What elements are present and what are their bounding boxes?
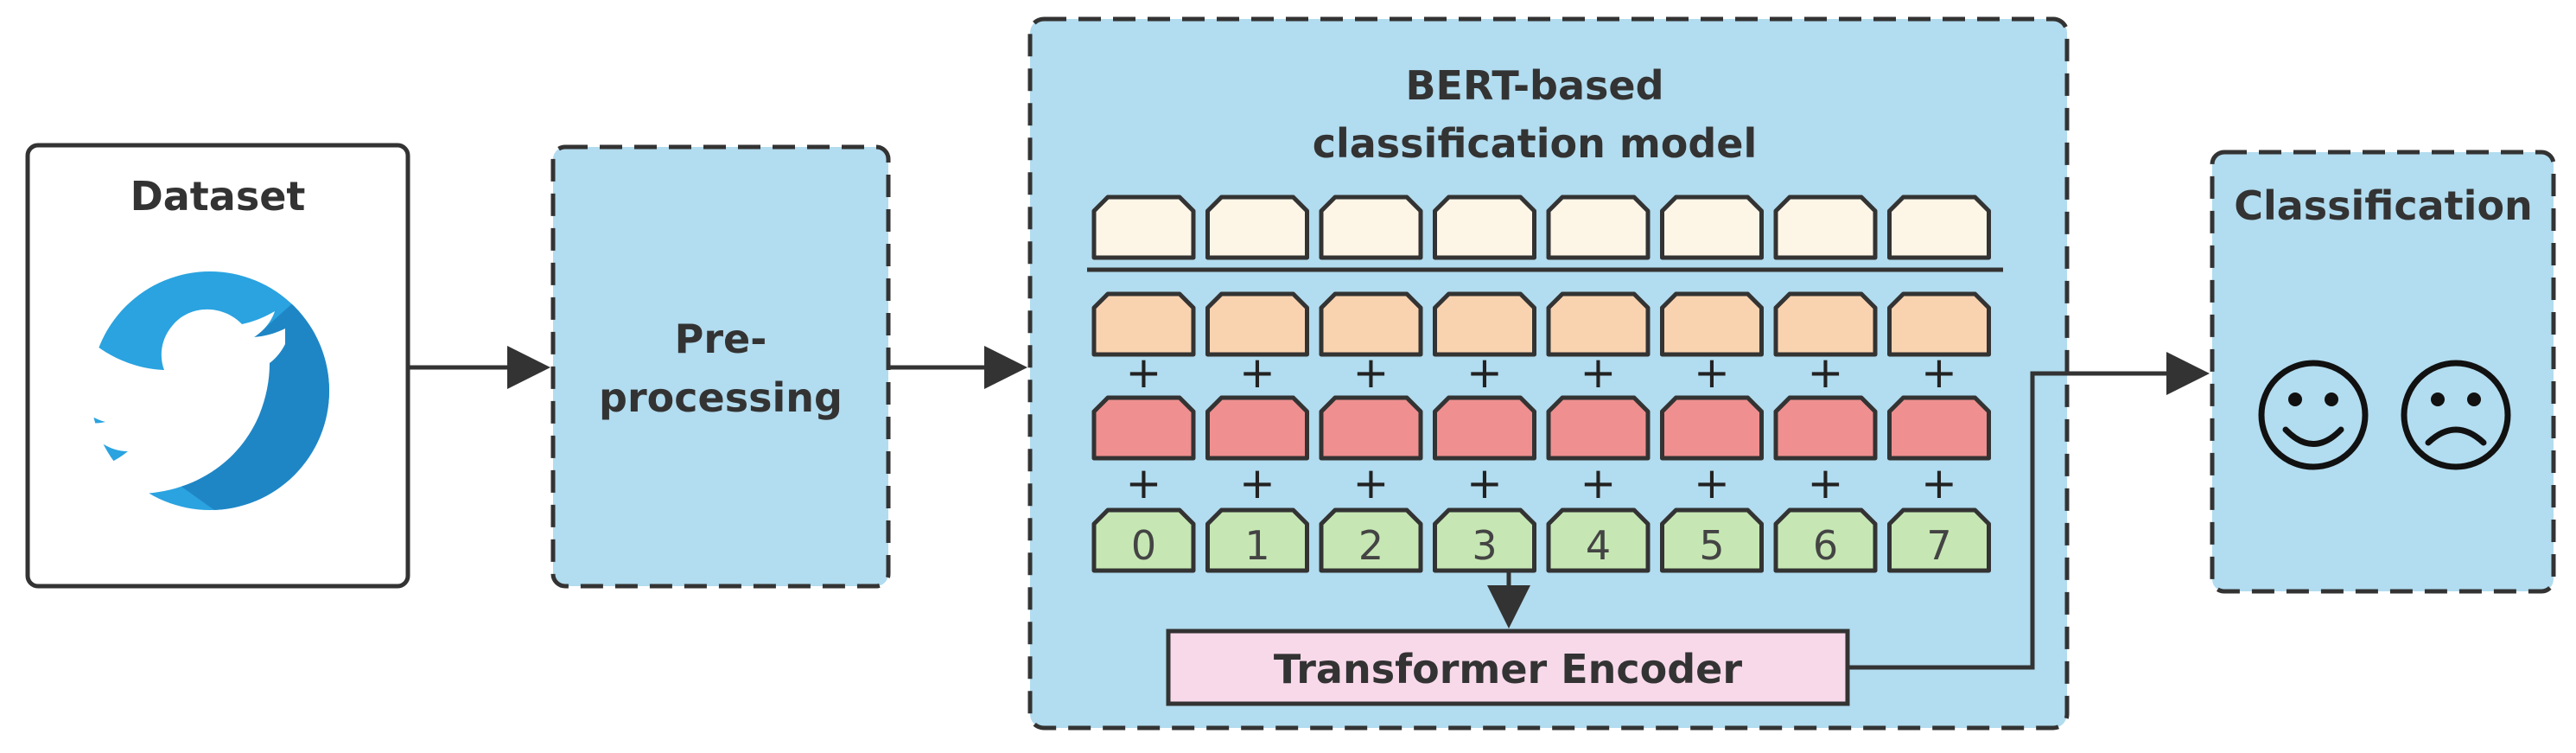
transformer-encoder: Transformer Encoder xyxy=(1166,572,1850,706)
arrow-encoder-to-classification xyxy=(1848,352,2210,670)
token-embedding-5 xyxy=(1660,291,1764,357)
model-title-line2: classification model xyxy=(1313,120,1758,167)
output-token-6 xyxy=(1773,195,1878,260)
output-token-1 xyxy=(1205,195,1309,260)
plus-sign-1-2: + xyxy=(1353,458,1390,508)
position-id-1: 1 xyxy=(1244,522,1269,569)
position-id-5: 5 xyxy=(1699,522,1724,569)
plus-sign-0-6: + xyxy=(1808,348,1844,398)
output-token-0 xyxy=(1091,195,1196,260)
position-embedding-6 xyxy=(1773,507,1878,573)
classification-box: Classification xyxy=(2210,150,2556,594)
position-embedding-0 xyxy=(1091,507,1196,573)
preprocessing-label-line2: processing xyxy=(599,374,843,421)
dataset-box: Dataset xyxy=(25,143,410,589)
plus-sign-1-6: + xyxy=(1808,458,1844,508)
output-token-2 xyxy=(1319,195,1423,260)
segment-embedding-1 xyxy=(1205,395,1309,461)
segment-embedding-2 xyxy=(1319,395,1423,461)
plus-sign-0-2: + xyxy=(1353,348,1390,398)
plus-sign-0-0: + xyxy=(1126,348,1162,398)
position-id-0: 0 xyxy=(1131,522,1156,569)
token-embedding-4 xyxy=(1546,291,1651,357)
dataset-title: Dataset xyxy=(130,173,306,220)
output-token-7 xyxy=(1887,195,1991,260)
plus-sign-0-5: + xyxy=(1694,348,1730,398)
position-id-2: 2 xyxy=(1358,522,1383,569)
token-embedding-2 xyxy=(1319,291,1423,357)
output-token-4 xyxy=(1546,195,1651,260)
plus-sign-1-4: + xyxy=(1581,458,1617,508)
plus-sign-1-7: + xyxy=(1921,458,1957,508)
token-embedding-0 xyxy=(1091,291,1196,357)
position-embedding-1 xyxy=(1205,507,1309,573)
encoder-label: Transformer Encoder xyxy=(1274,646,1742,692)
frowning-face-icon xyxy=(2401,360,2511,470)
position-embedding-5 xyxy=(1660,507,1764,573)
segment-embedding-5 xyxy=(1660,395,1764,461)
smiley-face-icon xyxy=(2258,360,2369,470)
preprocessing-label-line1: Pre- xyxy=(675,316,767,362)
plus-sign-0-4: + xyxy=(1581,348,1617,398)
output-token-3 xyxy=(1433,195,1536,260)
position-id-4: 4 xyxy=(1586,522,1611,569)
plus-sign-0-7: + xyxy=(1921,348,1957,398)
plus-sign-1-5: + xyxy=(1694,458,1730,508)
token-embedding-1 xyxy=(1205,291,1309,357)
position-id-3: 3 xyxy=(1472,522,1497,569)
token-embedding-7 xyxy=(1887,291,1991,357)
classification-title: Classification xyxy=(2234,182,2533,229)
token-embedding-6 xyxy=(1773,291,1878,357)
segment-embedding-7 xyxy=(1887,395,1991,461)
position-embedding-3 xyxy=(1433,507,1536,573)
segment-embedding-4 xyxy=(1546,395,1651,461)
model-title-line1: BERT-based xyxy=(1405,62,1663,109)
position-id-7: 7 xyxy=(1926,522,1951,569)
bert-model-panel: BERT-based classification model 0 1 2 3 4 5 6 7… xyxy=(1027,16,2070,731)
token-embedding-3 xyxy=(1433,291,1536,357)
plus-sign-0-3: + xyxy=(1466,348,1503,398)
plus-sign-0-1: + xyxy=(1239,348,1275,398)
position-id-6: 6 xyxy=(1813,522,1838,569)
twitter-bird-icon xyxy=(60,271,329,510)
position-embedding-2 xyxy=(1319,507,1423,573)
preprocessing-box: Pre- processing xyxy=(550,144,891,589)
plus-sign-1-1: + xyxy=(1239,458,1275,508)
output-token-5 xyxy=(1660,195,1764,260)
segment-embedding-3 xyxy=(1433,395,1536,461)
plus-sign-1-3: + xyxy=(1466,458,1503,508)
segment-embedding-6 xyxy=(1773,395,1878,461)
position-embedding-4 xyxy=(1546,507,1651,573)
plus-sign-1-0: + xyxy=(1126,458,1162,508)
segment-embedding-0 xyxy=(1091,395,1196,461)
position-embedding-7 xyxy=(1887,507,1991,573)
